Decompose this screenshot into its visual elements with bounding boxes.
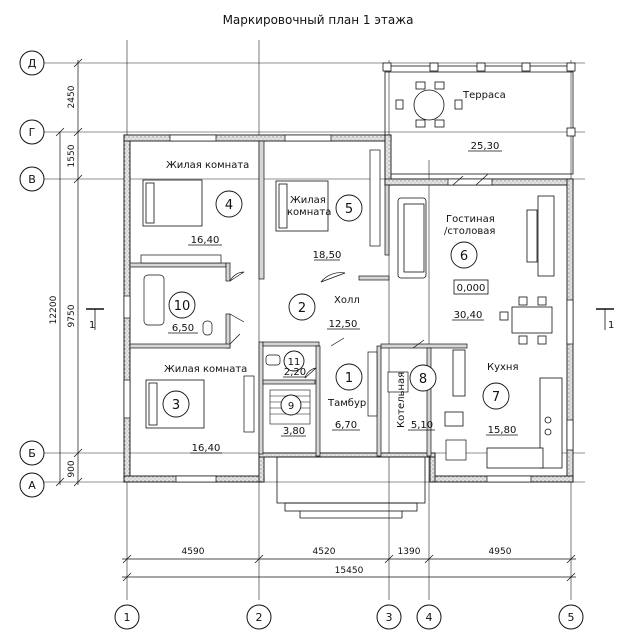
terrace-posts <box>382 62 576 137</box>
axis-label-2: 2 <box>256 611 263 624</box>
axis-marker-1: 1 <box>114 604 140 630</box>
dim-total: 15450 <box>335 566 364 576</box>
axis-label-4: 4 <box>426 611 433 624</box>
room-area-3: 16,40 <box>192 443 221 454</box>
room-number-markers <box>162 190 510 418</box>
room-area-6: 30,40 <box>454 310 483 321</box>
axis-label-v: В <box>28 173 36 186</box>
room-area-11: 2,20 <box>284 367 306 378</box>
level-mark-box <box>453 279 489 295</box>
left-dimension-lines <box>55 58 83 487</box>
room-name-3: Жилая комната <box>164 364 247 375</box>
axis-marker-4: 4 <box>416 604 442 630</box>
dim-total-small: 9750 <box>67 304 77 327</box>
axis-marker-g: Г <box>19 119 45 145</box>
room-name-5-line1: Жилая <box>290 195 326 206</box>
axis-label-3: 3 <box>386 611 393 624</box>
room-area-10: 6,50 <box>172 323 194 334</box>
room-name-8: Котельная <box>396 372 407 428</box>
axis-marker-a: А <box>19 472 45 498</box>
room-number-7: 7 <box>492 390 500 405</box>
terrace-name: Терраса <box>462 90 506 101</box>
room-area-1: 6,70 <box>335 420 357 431</box>
room-area-7: 15,80 <box>488 425 517 436</box>
axis-marker-5: 5 <box>558 604 584 630</box>
living-furniture <box>397 195 555 279</box>
level-mark: 0,000 <box>457 283 486 294</box>
room-area-5: 18,50 <box>313 250 342 261</box>
section-mark-left-label: 1 <box>89 320 95 331</box>
room-number-4: 4 <box>225 198 233 213</box>
bottom-dimension-lines <box>122 554 576 582</box>
dim-b-a: 900 <box>67 460 77 477</box>
page-title: Маркировочный план 1 этажа <box>223 13 414 27</box>
bed-room-4 <box>142 179 203 227</box>
room-area-2: 12,50 <box>329 319 358 330</box>
room-number-2: 2 <box>298 301 306 316</box>
axis-marker-b: Б <box>19 440 45 466</box>
room-number-10: 10 <box>174 299 191 314</box>
section-mark-right-label: 1 <box>608 320 614 331</box>
room-number-9: 9 <box>288 401 294 412</box>
entrance-porch <box>276 456 426 519</box>
dim-g-v: 1550 <box>67 144 77 167</box>
bed-room-5 <box>275 180 329 232</box>
dim-c12: 4590 <box>182 547 205 557</box>
column-axis-markers: 1 2 3 4 5 <box>114 604 584 630</box>
room-name-6-line2: /столовая <box>444 226 495 237</box>
axis-label-1: 1 <box>124 611 131 624</box>
kitchen-units <box>444 349 563 469</box>
doors <box>229 173 489 379</box>
section-mark-left <box>86 308 104 330</box>
bathroom-fixtures <box>143 274 281 366</box>
dining-table <box>499 296 553 345</box>
area-underlines <box>168 150 518 454</box>
dim-c23: 4520 <box>313 547 336 557</box>
axis-marker-d: Д <box>19 50 45 76</box>
room-number-5: 5 <box>345 202 353 217</box>
room-area-9: 3,80 <box>283 426 305 437</box>
wardrobes <box>140 149 381 433</box>
windows <box>123 134 574 483</box>
axis-label-a: А <box>28 479 36 492</box>
axis-marker-v: В <box>19 166 45 192</box>
room-area-4: 16,40 <box>191 235 220 246</box>
row-axis-markers: Д Г В Б А <box>19 50 45 498</box>
terrace-outline <box>384 65 574 175</box>
dim-c34: 1390 <box>398 547 421 557</box>
room-name-2: Холл <box>334 295 360 306</box>
terrace-area: 25,30 <box>471 141 500 152</box>
room-area-8: 5,10 <box>411 420 433 431</box>
room-name-4: Жилая комната <box>166 160 249 171</box>
axis-label-g: Г <box>29 126 36 139</box>
room-name-6-line1: Гостиная <box>446 214 495 225</box>
axis-label-b: Б <box>28 447 36 460</box>
room-name-1: Тамбур <box>327 398 366 409</box>
room-number-11: 11 <box>288 357 301 368</box>
room-name-5-line2: комната <box>287 207 331 218</box>
room-name-7: Кухня <box>487 362 519 373</box>
section-mark-right <box>596 308 614 330</box>
dim-c45: 4950 <box>489 547 512 557</box>
axis-label-5: 5 <box>568 611 575 624</box>
room-number-3: 3 <box>172 398 180 413</box>
dim-d-g: 2450 <box>67 85 77 108</box>
dim-total-big: 12200 <box>49 295 59 324</box>
room-number-6: 6 <box>460 249 468 264</box>
boiler-element <box>387 371 467 461</box>
interior-walls <box>129 140 468 457</box>
room-number-1: 1 <box>345 371 353 386</box>
axis-marker-3: 3 <box>376 604 402 630</box>
terrace-round-table <box>395 81 463 128</box>
room-number-8: 8 <box>419 372 427 387</box>
axis-label-d: Д <box>28 57 37 70</box>
axis-marker-2: 2 <box>246 604 272 630</box>
